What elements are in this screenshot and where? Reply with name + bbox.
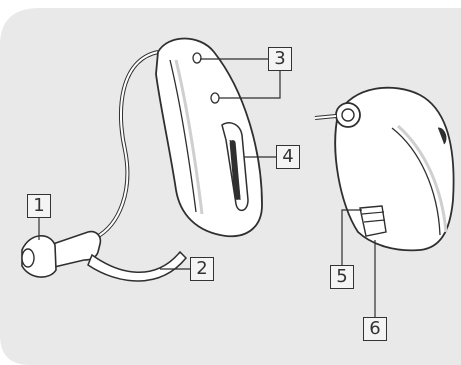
microphone-rear	[211, 93, 219, 103]
callout-5: 5	[330, 265, 354, 289]
callout-3: 3	[268, 47, 292, 71]
callout-4: 4	[276, 145, 300, 169]
callout-1: 1	[27, 194, 51, 218]
callout-2: 2	[190, 257, 214, 281]
callout-6: 6	[363, 317, 387, 341]
microphone-top	[193, 53, 201, 63]
